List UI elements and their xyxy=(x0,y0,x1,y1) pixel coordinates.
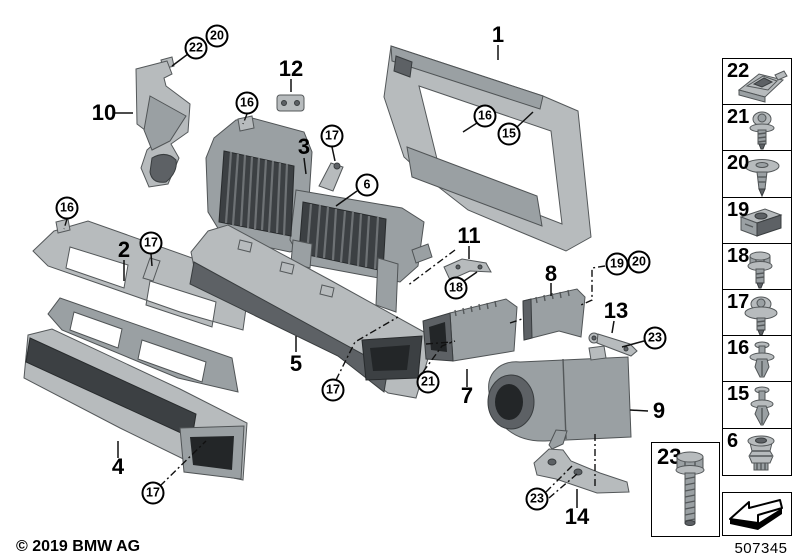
part-5-shape xyxy=(189,224,431,399)
callout-21: 21 xyxy=(416,370,440,394)
clip-nut-icon xyxy=(737,70,788,103)
part-7-shape xyxy=(422,298,518,362)
part-label-9: 9 xyxy=(652,398,666,423)
copyright-text: © 2019 BMW AG xyxy=(16,538,141,555)
leader-lines xyxy=(63,45,649,508)
grommet-icon xyxy=(747,435,775,471)
legend-number: 22 xyxy=(727,60,750,82)
legend-item-18: 18 xyxy=(722,242,792,291)
callout-16: 16 xyxy=(473,104,497,128)
legend-item-20: 20 xyxy=(722,150,792,199)
hex-screw-icon xyxy=(747,251,773,289)
wide-rivet-icon xyxy=(744,159,780,198)
direction-arrow-box xyxy=(722,492,792,536)
callout-6: 6 xyxy=(355,173,379,197)
legend-number: 17 xyxy=(727,291,750,314)
cage-nut-icon xyxy=(739,208,783,237)
part-label-13: 13 xyxy=(603,298,629,323)
legend-number: 16 xyxy=(727,337,750,360)
part-1-shape xyxy=(383,45,592,252)
fastener-box-23: 23 xyxy=(651,442,720,537)
callout-20: 20 xyxy=(205,24,229,48)
callout-23: 23 xyxy=(525,487,549,511)
callout-23: 23 xyxy=(643,326,667,350)
part-label-1: 1 xyxy=(491,22,505,47)
legend-number: 20 xyxy=(727,152,750,175)
part-label-7: 7 xyxy=(460,383,474,408)
callout-17: 17 xyxy=(321,378,345,402)
callout-18: 18 xyxy=(444,276,468,300)
callout-16: 16 xyxy=(235,91,259,115)
direction-arrow-icon xyxy=(729,499,783,530)
expanding-rivet-icon xyxy=(750,386,774,426)
callout-17: 17 xyxy=(141,481,165,505)
callout-22: 22 xyxy=(184,36,208,60)
legend-item-21: 21 xyxy=(722,104,792,153)
legend-item-19: 19 xyxy=(722,196,792,245)
hex-bolt-icon xyxy=(675,451,705,526)
legend-item-6: 6 xyxy=(722,427,792,476)
callout-19: 19 xyxy=(605,252,629,276)
part-2-shape xyxy=(32,218,249,393)
legend-number: 21 xyxy=(727,106,750,129)
legend-item-22: 22 xyxy=(722,58,792,106)
expanding-rivet-icon xyxy=(749,341,775,378)
callout-20: 20 xyxy=(627,250,651,274)
washer-screw-icon xyxy=(744,296,778,336)
part-label-12: 12 xyxy=(278,56,304,81)
part-label-4: 4 xyxy=(111,454,125,479)
legend-item-16: 16 xyxy=(722,335,792,384)
part-label-2: 2 xyxy=(117,237,131,262)
legend-number: 18 xyxy=(727,244,750,267)
part-14-shape xyxy=(533,429,630,494)
part-12-shape xyxy=(276,94,305,112)
legend-item-15: 15 xyxy=(722,381,792,430)
legend-item-17: 17 xyxy=(722,289,792,338)
part-label-3: 3 xyxy=(297,134,311,159)
part-label-10: 10 xyxy=(91,100,117,125)
callout-15: 15 xyxy=(497,122,521,146)
flange-screw-icon xyxy=(749,111,775,150)
legend-number: 6 xyxy=(727,429,739,452)
part-9-shape xyxy=(487,345,632,442)
legend-number: 15 xyxy=(727,383,750,406)
part-8-shape xyxy=(522,288,586,341)
part-10-shape xyxy=(135,56,191,188)
part-4-shape xyxy=(23,328,248,481)
part-3-6-shape xyxy=(205,115,433,283)
callout-17: 17 xyxy=(320,124,344,148)
callout-17: 17 xyxy=(139,231,163,255)
part-label-11: 11 xyxy=(457,223,481,248)
part-label-14: 14 xyxy=(564,504,590,529)
fastener-legend: 22 21 20 xyxy=(722,58,792,476)
legend-number: 19 xyxy=(727,198,750,221)
part-label-8: 8 xyxy=(544,261,558,286)
part-13-shape xyxy=(588,332,638,357)
callout-16: 16 xyxy=(55,196,79,220)
document-number: 507345 xyxy=(734,540,788,557)
part-label-5: 5 xyxy=(289,351,303,376)
